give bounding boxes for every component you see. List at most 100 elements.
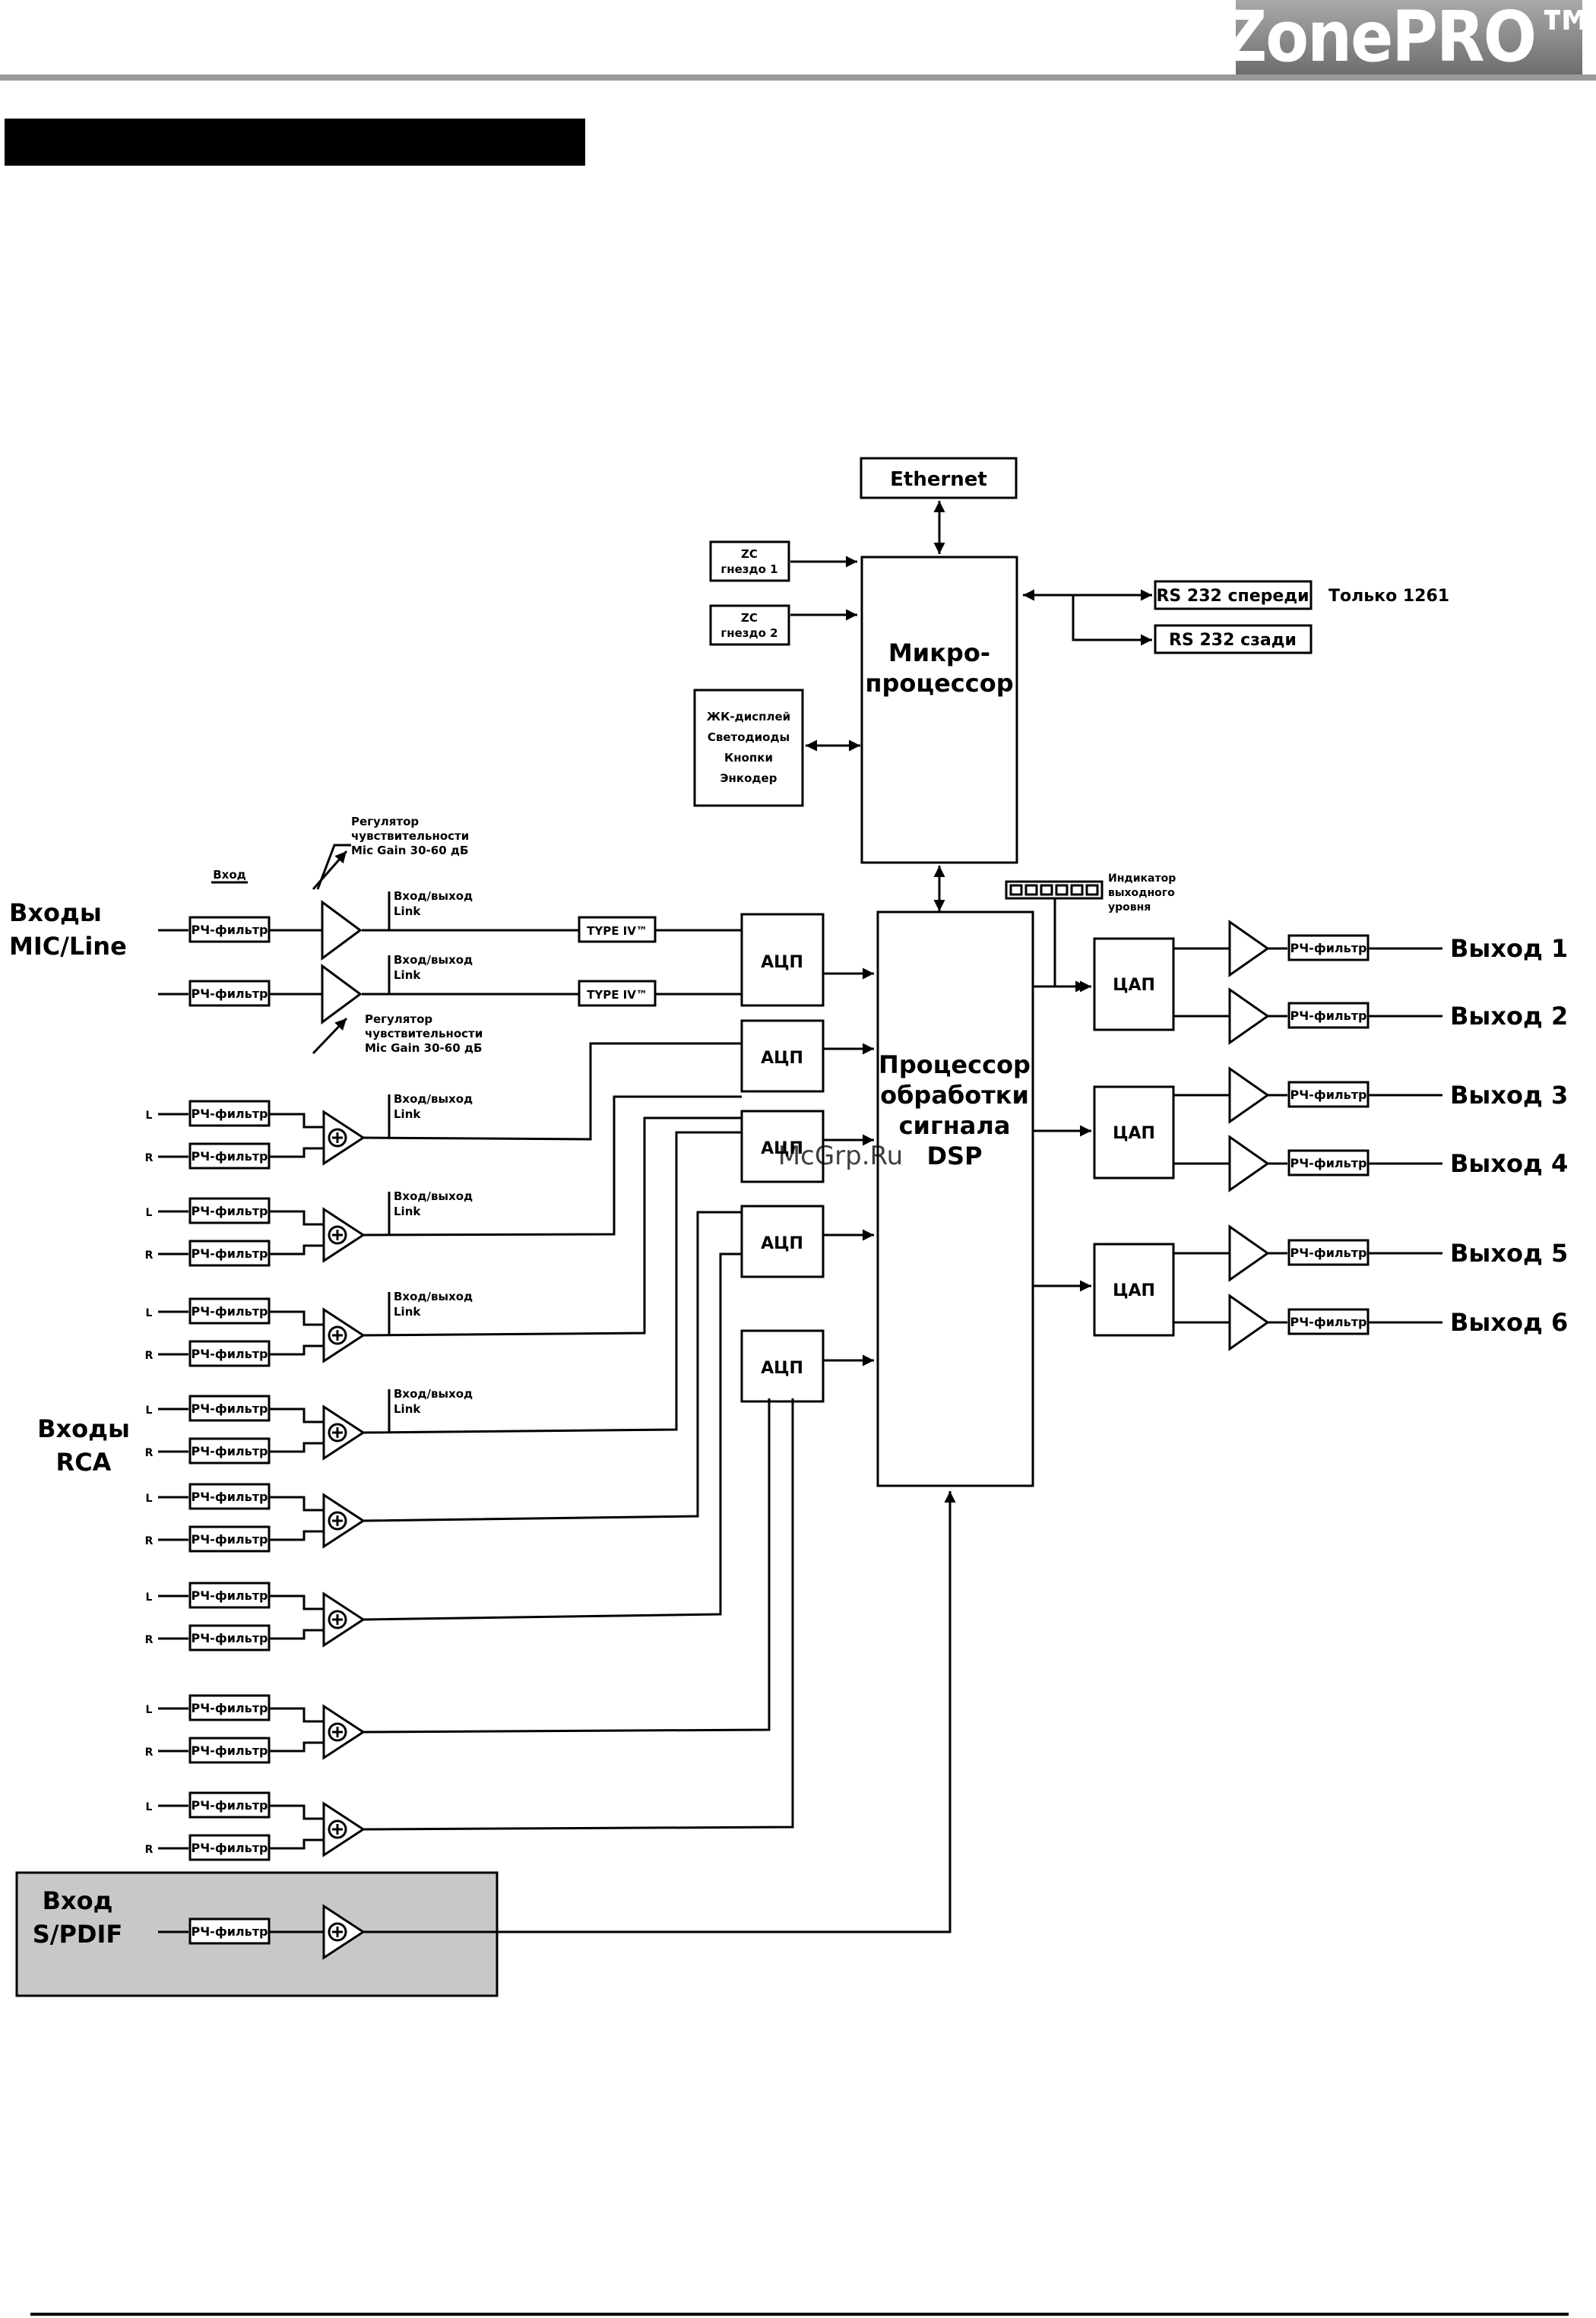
rca-r-to-sum xyxy=(269,1629,324,1640)
link-io-label: Вход/выход xyxy=(394,1387,473,1401)
rca-l-rf-filter xyxy=(188,1100,271,1127)
rf-filter-label: РЧ-фильтр xyxy=(192,923,268,937)
rca-l-to-sum xyxy=(269,1310,324,1326)
link-io-label: Вход/выход xyxy=(394,1290,473,1303)
rca-inputs-label: RCA xyxy=(56,1448,112,1477)
rca-route xyxy=(363,1131,742,1434)
channel-r-label: R xyxy=(145,1535,154,1547)
level-meter-led xyxy=(1055,884,1069,896)
output-rf-filter xyxy=(1287,1081,1370,1108)
rf-filter-label: РЧ-фильтр xyxy=(1290,1315,1367,1329)
rf-filter-label: РЧ-фильтр xyxy=(1290,1246,1367,1260)
zc-socket-2-label: гнездо 2 xyxy=(720,626,777,640)
level-meter-label: Индикатор xyxy=(1108,872,1176,885)
output-rf-filter xyxy=(1287,1308,1370,1335)
level-meter-led xyxy=(1040,884,1053,896)
lcd-box-label: Кнопки xyxy=(724,751,773,765)
rs232-front-box xyxy=(1154,580,1313,610)
lcd-box xyxy=(693,689,804,807)
dsp-label: обработки xyxy=(880,1081,1029,1110)
gain-top-arrow xyxy=(312,850,348,890)
link-io-label: Вход/выход xyxy=(394,1092,473,1106)
output-amplifier xyxy=(1228,1294,1270,1351)
level-meter-led xyxy=(1085,884,1099,896)
dac-box xyxy=(1093,1243,1175,1337)
rca-r-to-sum xyxy=(269,1530,324,1541)
gain-control-bottom-label: Mic Gain 30-60 дБ xyxy=(365,1041,482,1055)
rca-l-to-sum xyxy=(269,1594,324,1610)
zc-socket-1-label: гнездо 1 xyxy=(720,562,777,576)
gain-control-top-label: Регулятор xyxy=(351,815,419,828)
adc-box xyxy=(740,913,825,1007)
section-title-bar xyxy=(5,119,585,166)
output-label-5: Выход 5 xyxy=(1450,1239,1568,1268)
rf-filter-label: РЧ-фильтр xyxy=(192,1401,268,1416)
logo-text: ZonePRO™ xyxy=(1221,0,1596,78)
rf-filter-label: РЧ-фильтр xyxy=(192,1107,268,1121)
output-label-3: Выход 3 xyxy=(1450,1081,1568,1110)
link-io-label: Link xyxy=(394,1305,421,1319)
ethernet-label: Ethernet xyxy=(890,468,987,491)
rca-r-to-sum xyxy=(269,1147,324,1158)
channel-r-label: R xyxy=(145,1249,154,1262)
channel-l-label: L xyxy=(146,1591,153,1604)
rca-l-to-sum xyxy=(269,1804,324,1820)
ethernet-box xyxy=(860,457,1018,499)
rf-filter-label: РЧ-фильтр xyxy=(192,1347,268,1361)
rf-filter-label: РЧ-фильтр xyxy=(192,1304,268,1319)
rca-r-to-sum xyxy=(269,1838,324,1850)
mic-preamp xyxy=(321,900,363,961)
footer-rule xyxy=(30,2313,1569,2316)
rf-filter-label: РЧ-фильтр xyxy=(192,1701,268,1715)
rf-filter-label: РЧ-фильтр xyxy=(192,1924,268,1939)
dac-label: ЦАП xyxy=(1113,976,1155,995)
dsp-label: сигнала xyxy=(899,1111,1011,1140)
spdif-label: S/PDIF xyxy=(33,1920,123,1949)
rca-route xyxy=(363,1095,742,1237)
rf-filter-label: РЧ-фильтр xyxy=(192,1532,268,1547)
output-amplifier xyxy=(1228,920,1270,977)
rf-filter-label: РЧ-фильтр xyxy=(192,1204,268,1218)
link-io-label: Link xyxy=(394,968,421,982)
zonepro-logo: ZonePRO™ xyxy=(1221,0,1596,74)
output-rf-filter xyxy=(1287,1149,1370,1176)
rca-l-rf-filter xyxy=(188,1582,271,1609)
adc-box xyxy=(740,1205,825,1278)
link-io-label: Link xyxy=(394,1107,421,1121)
level-meter-led xyxy=(1024,884,1038,896)
microprocessor-label: процессор xyxy=(865,669,1013,698)
adc-label: АЦП xyxy=(761,1234,803,1253)
channel-l-label: L xyxy=(146,1404,153,1417)
lcd-box-label: Светодиоды xyxy=(708,730,790,744)
rca-r-rf-filter xyxy=(188,1525,271,1553)
level-meter-label: выходного xyxy=(1108,887,1175,899)
rf-filter-label: РЧ-фильтр xyxy=(192,1444,268,1458)
link-io-label: Link xyxy=(394,904,421,918)
channel-l-label: L xyxy=(146,1110,153,1122)
rca-l-to-sum xyxy=(269,1707,324,1723)
link-io-label: Link xyxy=(394,1402,421,1416)
channel-r-label: R xyxy=(145,1350,154,1362)
dsp-box xyxy=(876,910,1034,1487)
rca-r-to-sum xyxy=(269,1741,324,1753)
microprocessor-box xyxy=(860,556,1018,864)
rca-r-to-sum xyxy=(269,1344,324,1356)
channel-r-label: R xyxy=(145,1634,154,1646)
rf-filter-label: РЧ-фильтр xyxy=(192,1798,268,1813)
level-meter-led xyxy=(1070,884,1084,896)
type-iv-label: TYPE IV™ xyxy=(587,924,648,938)
rf-filter-label: РЧ-фильтр xyxy=(192,986,268,1001)
level-meter-label: уровня xyxy=(1108,901,1151,914)
rca-route xyxy=(363,1398,794,1831)
microprocessor-label: Микро- xyxy=(888,638,990,667)
channel-l-label: L xyxy=(146,1493,153,1505)
rf-filter-label: РЧ-фильтр xyxy=(192,1631,268,1645)
input-label: Вход xyxy=(213,868,246,882)
output-amplifier xyxy=(1228,987,1270,1045)
rf-filter-label: РЧ-фильтр xyxy=(192,1588,268,1603)
rca-l-rf-filter xyxy=(188,1297,271,1325)
output-label-4: Выход 4 xyxy=(1450,1149,1568,1178)
mic-preamp xyxy=(321,964,363,1024)
rca-route xyxy=(363,1398,771,1734)
dsp-label: Процессор xyxy=(879,1050,1031,1079)
